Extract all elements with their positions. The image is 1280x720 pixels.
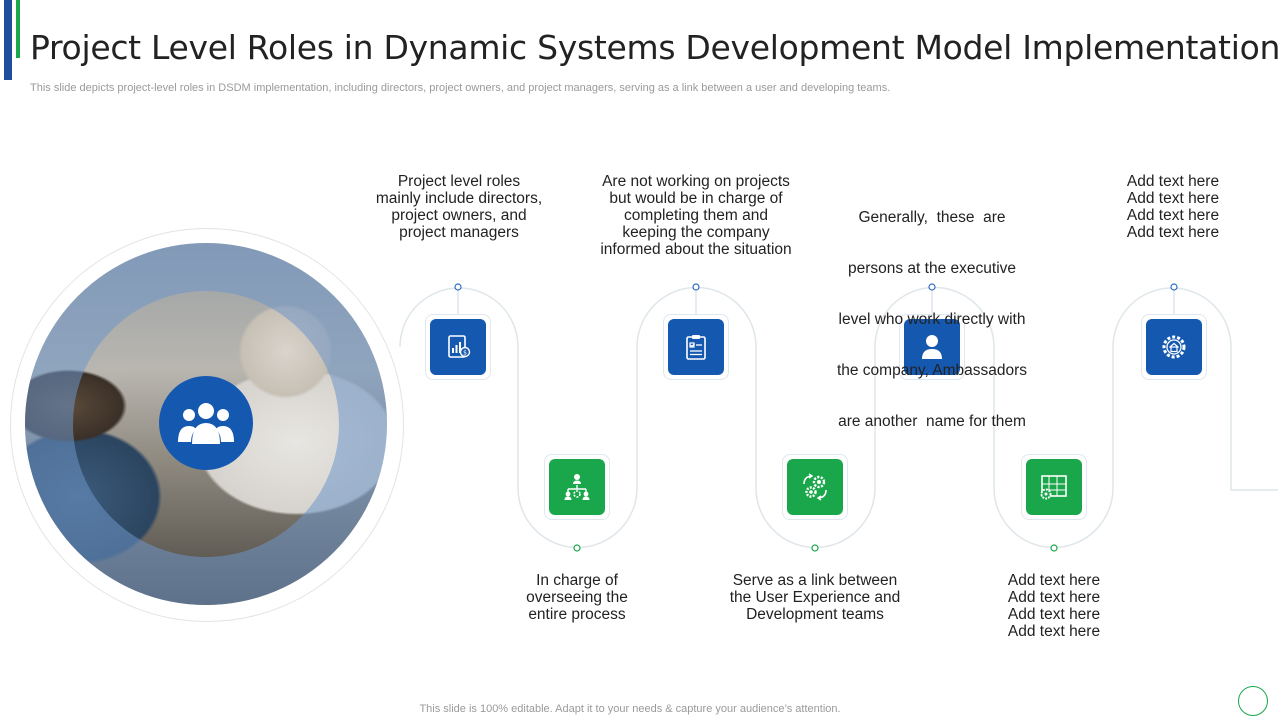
title-accent-bar-blue xyxy=(4,0,12,80)
team-group-icon xyxy=(159,376,253,470)
slide-title: Project Level Roles in Dynamic Systems D… xyxy=(30,28,1280,67)
photo-outer-ring xyxy=(10,228,404,622)
role-description-2: In charge of overseeing the entire proce… xyxy=(526,572,628,623)
role-description-7: Add text here Add text here Add text her… xyxy=(1126,173,1220,241)
user-icon xyxy=(904,319,960,375)
role-description-4: Serve as a link between the User Experie… xyxy=(729,572,901,623)
gears-cycle-icon xyxy=(787,459,843,515)
gear-house-icon xyxy=(1146,319,1202,375)
corner-circle-decoration xyxy=(1238,686,1268,716)
role-node-2 xyxy=(544,454,610,520)
slide-subtitle: This slide depicts project-level roles i… xyxy=(30,82,891,94)
role-node-1: $ xyxy=(425,314,491,380)
role-description-3: Are not working on projects but would be… xyxy=(600,173,792,258)
title-accent-bar-green xyxy=(16,0,20,58)
role-node-5 xyxy=(899,314,965,380)
org-hierarchy-icon xyxy=(549,459,605,515)
role-node-6 xyxy=(1021,454,1087,520)
role-node-4 xyxy=(782,454,848,520)
clipboard-checklist-icon xyxy=(668,319,724,375)
blueprint-gear-icon xyxy=(1026,459,1082,515)
role-node-3 xyxy=(663,314,729,380)
report-chart-icon: $ xyxy=(430,319,486,375)
role-node-7 xyxy=(1141,314,1207,380)
role-description-6: Add text here Add text here Add text her… xyxy=(1007,572,1101,640)
role-description-5: Generally, these are persons at the exec… xyxy=(836,209,1028,430)
role-description-1: Project level roles mainly include direc… xyxy=(375,173,543,241)
svg-text:$: $ xyxy=(463,350,467,357)
slide-footer: This slide is 100% editable. Adapt it to… xyxy=(419,703,841,715)
